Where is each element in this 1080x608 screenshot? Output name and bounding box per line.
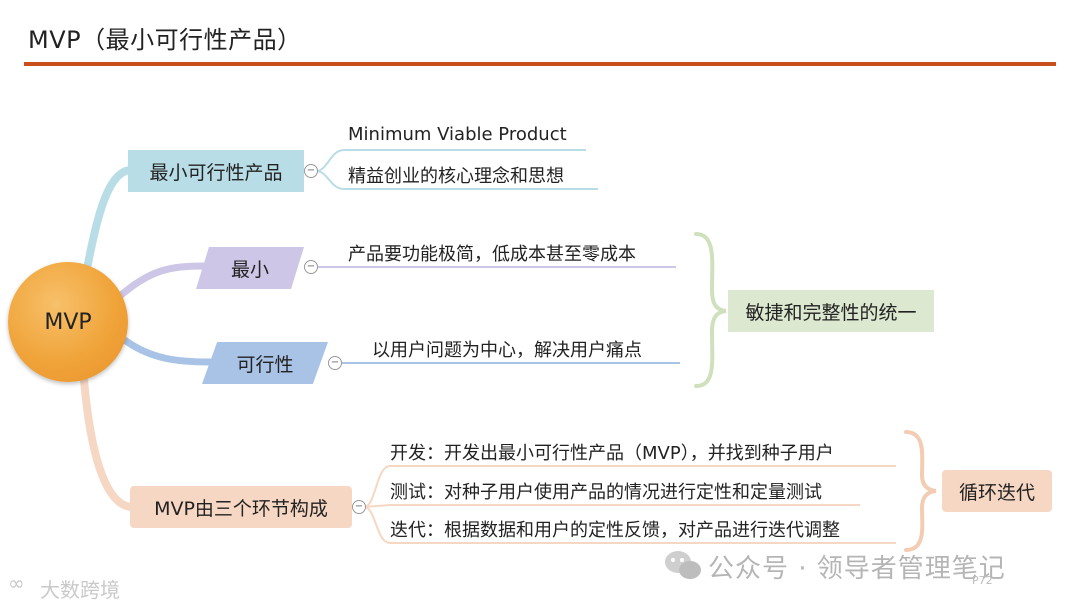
- node-feasibility[interactable]: 可行性: [202, 342, 328, 384]
- connector-leaf-iterate: [363, 506, 896, 544]
- wechat-logo-icon: [665, 551, 701, 579]
- node-loop-label: 循环迭代: [958, 481, 1035, 504]
- node-feasibility-label: 可行性: [236, 353, 294, 376]
- center-node-mvp[interactable]: MVP: [8, 262, 128, 382]
- connector-leaf-mvp-en: [315, 149, 586, 172]
- brand-watermark: 大数跨境: [40, 578, 120, 602]
- node-unity-label: 敏捷和完整性的统一: [745, 301, 917, 324]
- node-min-product-label: 最小可行性产品: [149, 161, 283, 184]
- wechat-watermark: 公众号 · 领导者管理笔记: [708, 554, 1006, 584]
- center-node-label: MVP: [44, 309, 92, 335]
- title-divider: [24, 62, 1056, 66]
- leaf-feasibility-desc: 以用户问题为中心，解决用户痛点: [372, 340, 642, 361]
- leaf-mvp-english: Minimum Viable Product: [348, 124, 567, 145]
- page-number: P72: [972, 574, 993, 587]
- node-three-links-label: MVP由三个环节构成: [154, 497, 328, 520]
- collapse-feasibility-button[interactable]: −: [328, 356, 342, 370]
- leaf-small-desc: 产品要功能极简，低成本甚至零成本: [348, 244, 636, 265]
- collapse-small-button[interactable]: −: [304, 260, 318, 274]
- node-three-links[interactable]: MVP由三个环节构成: [130, 486, 352, 528]
- node-small-label: 最小: [230, 258, 269, 281]
- connector-leaf-test: [363, 504, 860, 508]
- leaf-test: 测试：对种子用户使用产品的情况进行定性和定量测试: [390, 482, 822, 503]
- collapse-min-product-button[interactable]: −: [304, 164, 318, 178]
- page-title: MVP（最小可行性产品）: [28, 26, 302, 54]
- leaf-develop: 开发：开发出最小可行性产品（MVP），并找到种子用户: [390, 443, 834, 464]
- leaf-lean-core: 精益创业的核心理念和思想: [348, 166, 564, 187]
- node-unity[interactable]: 敏捷和完整性的统一: [728, 290, 934, 332]
- node-small[interactable]: 最小: [196, 247, 304, 289]
- node-min-product[interactable]: 最小可行性产品: [128, 150, 304, 192]
- node-loop[interactable]: 循环迭代: [942, 470, 1052, 512]
- connector-min-product: [84, 166, 134, 268]
- connector-leaf-dev: [363, 465, 896, 508]
- connector-feasibility: [118, 334, 214, 366]
- svg-text:∞: ∞: [8, 571, 25, 595]
- connector-small: [116, 262, 208, 300]
- brand-logo-icon: ∞: [8, 571, 25, 595]
- collapse-three-links-button[interactable]: −: [352, 500, 366, 514]
- brace-unity: [694, 232, 727, 388]
- connector-leaf-lean: [315, 170, 598, 190]
- leaf-iterate: 迭代：根据数据和用户的定性反馈，对产品进行迭代调整: [390, 520, 840, 541]
- connector-three-links: [80, 376, 136, 511]
- brace-loop: [904, 430, 937, 552]
